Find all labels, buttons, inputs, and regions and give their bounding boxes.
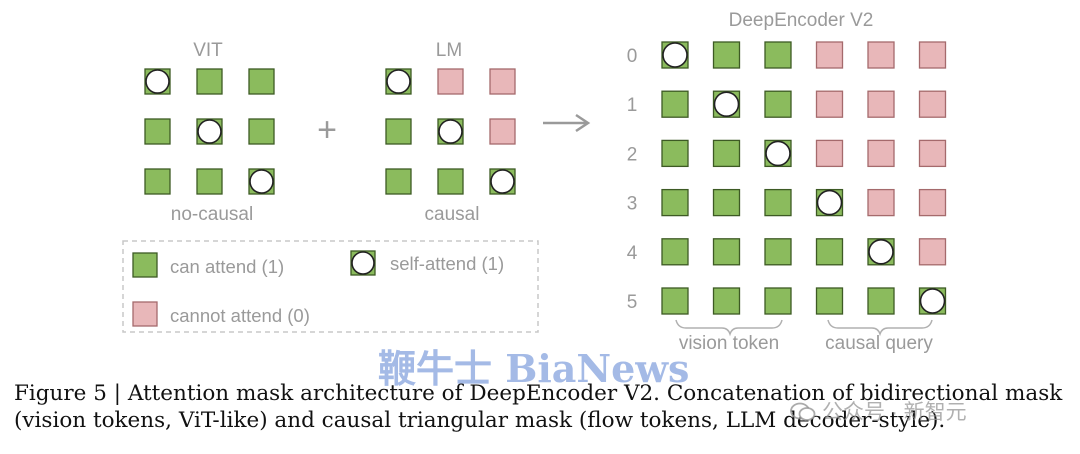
de-cell-attend — [764, 41, 792, 69]
row-labels: 0 1 2 3 4 5 — [627, 46, 638, 313]
plus-sign: + — [317, 111, 337, 149]
vit-cell-attend — [248, 68, 275, 95]
legend-can-attend: can attend (1) — [170, 256, 284, 277]
de-cell-mask — [815, 139, 844, 168]
vit-cell-attend — [144, 118, 171, 145]
lm-cell-mask — [489, 68, 516, 95]
de-cell-attend — [764, 188, 792, 217]
lm-self-attend-circle — [438, 119, 463, 144]
de-cell-attend — [815, 238, 844, 266]
lm-cell-attend — [385, 168, 412, 195]
de-cell-attend — [867, 287, 895, 315]
de-cell-attend — [661, 139, 689, 168]
vit-title: VIT — [193, 40, 223, 61]
lm-title: LM — [436, 40, 462, 61]
lm-matrix — [385, 68, 516, 195]
lm-mask: LM causal — [385, 40, 516, 225]
vit-self-attend-circle — [197, 119, 222, 144]
de-self-attend-circle — [662, 42, 688, 68]
vit-mask: VIT no-causal — [144, 40, 275, 225]
lm-cell-attend — [385, 118, 412, 145]
de-self-attend-circle — [868, 239, 894, 265]
vit-label: no-causal — [171, 204, 253, 225]
de-self-attend-circle — [919, 288, 946, 314]
legend-mask-swatch — [132, 301, 158, 327]
legend-border — [122, 240, 539, 333]
de-cell-attend — [661, 188, 689, 217]
vit-matrix — [144, 68, 275, 195]
legend-self-circle — [351, 251, 375, 275]
lm-label: causal — [425, 204, 480, 225]
legend: can attend (1) self-attend (1) cannot at… — [122, 240, 539, 333]
de-cell-attend — [764, 90, 792, 118]
de-cell-attend — [764, 238, 792, 266]
de-cell-attend — [661, 287, 689, 315]
de-self-attend-circle — [816, 189, 843, 216]
de-self-attend-circle — [713, 91, 740, 117]
de-cell-mask — [918, 139, 947, 168]
de-cell-mask — [918, 238, 947, 266]
deepencoder-matrix — [661, 41, 947, 315]
de-cell-mask — [867, 90, 895, 118]
de-cell-attend — [712, 287, 741, 315]
de-cell-attend — [815, 287, 844, 315]
figure-caption: Figure 5 | Attention mask architecture o… — [14, 381, 1063, 433]
lm-self-attend-circle — [490, 169, 515, 194]
de-cell-attend — [712, 41, 741, 69]
de-cell-mask — [867, 188, 895, 217]
lm-self-attend-circle — [386, 69, 411, 94]
deepencoder-title: DeepEncoder V2 — [729, 10, 874, 31]
arrow-right-icon — [543, 113, 591, 133]
de-cell-attend — [712, 238, 741, 266]
vit-self-attend-circle — [145, 69, 170, 94]
de-cell-attend — [661, 90, 689, 118]
de-cell-attend — [712, 188, 741, 217]
de-cell-attend — [712, 139, 741, 168]
lm-cell-mask — [489, 118, 516, 145]
wechat-watermark: 公众号 · 新智元 — [790, 396, 967, 426]
de-cell-mask — [918, 90, 947, 118]
wechat-icon — [790, 402, 816, 421]
de-cell-mask — [815, 90, 844, 118]
de-cell-mask — [918, 188, 947, 217]
de-cell-mask — [867, 41, 895, 69]
vit-cell-attend — [196, 168, 223, 195]
row-label: 0 — [627, 46, 638, 67]
deepencoder-mask: DeepEncoder V2 0 1 2 3 4 5 vision token causa… — [627, 10, 947, 354]
de-cell-attend — [661, 238, 689, 266]
de-self-attend-circle — [765, 140, 791, 167]
vit-self-attend-circle — [249, 169, 274, 194]
de-cell-mask — [918, 41, 947, 69]
row-label: 4 — [627, 243, 638, 264]
row-label: 3 — [627, 194, 638, 215]
lm-cell-attend — [437, 168, 464, 195]
vision-token-brace — [675, 319, 783, 337]
row-label: 5 — [627, 292, 638, 313]
de-cell-attend — [764, 287, 792, 315]
group-label-causal-query: causal query — [825, 333, 933, 354]
wechat-watermark-text: 公众号 · 新智元 — [822, 401, 967, 424]
legend-self-attend: self-attend (1) — [390, 253, 504, 274]
vit-cell-attend — [196, 68, 223, 95]
legend-attend-swatch — [132, 252, 158, 278]
de-cell-mask — [815, 41, 844, 69]
vit-cell-attend — [248, 118, 275, 145]
row-label: 2 — [627, 144, 638, 165]
group-label-vision-token: vision token — [679, 333, 779, 354]
lm-cell-mask — [437, 68, 464, 95]
de-cell-mask — [867, 139, 895, 168]
row-label: 1 — [627, 95, 638, 116]
legend-cannot-attend: cannot attend (0) — [170, 305, 310, 326]
vit-cell-attend — [144, 168, 171, 195]
causal-query-brace — [827, 319, 933, 337]
bianews-watermark: 鞭牛士 BiaNews — [378, 346, 690, 391]
